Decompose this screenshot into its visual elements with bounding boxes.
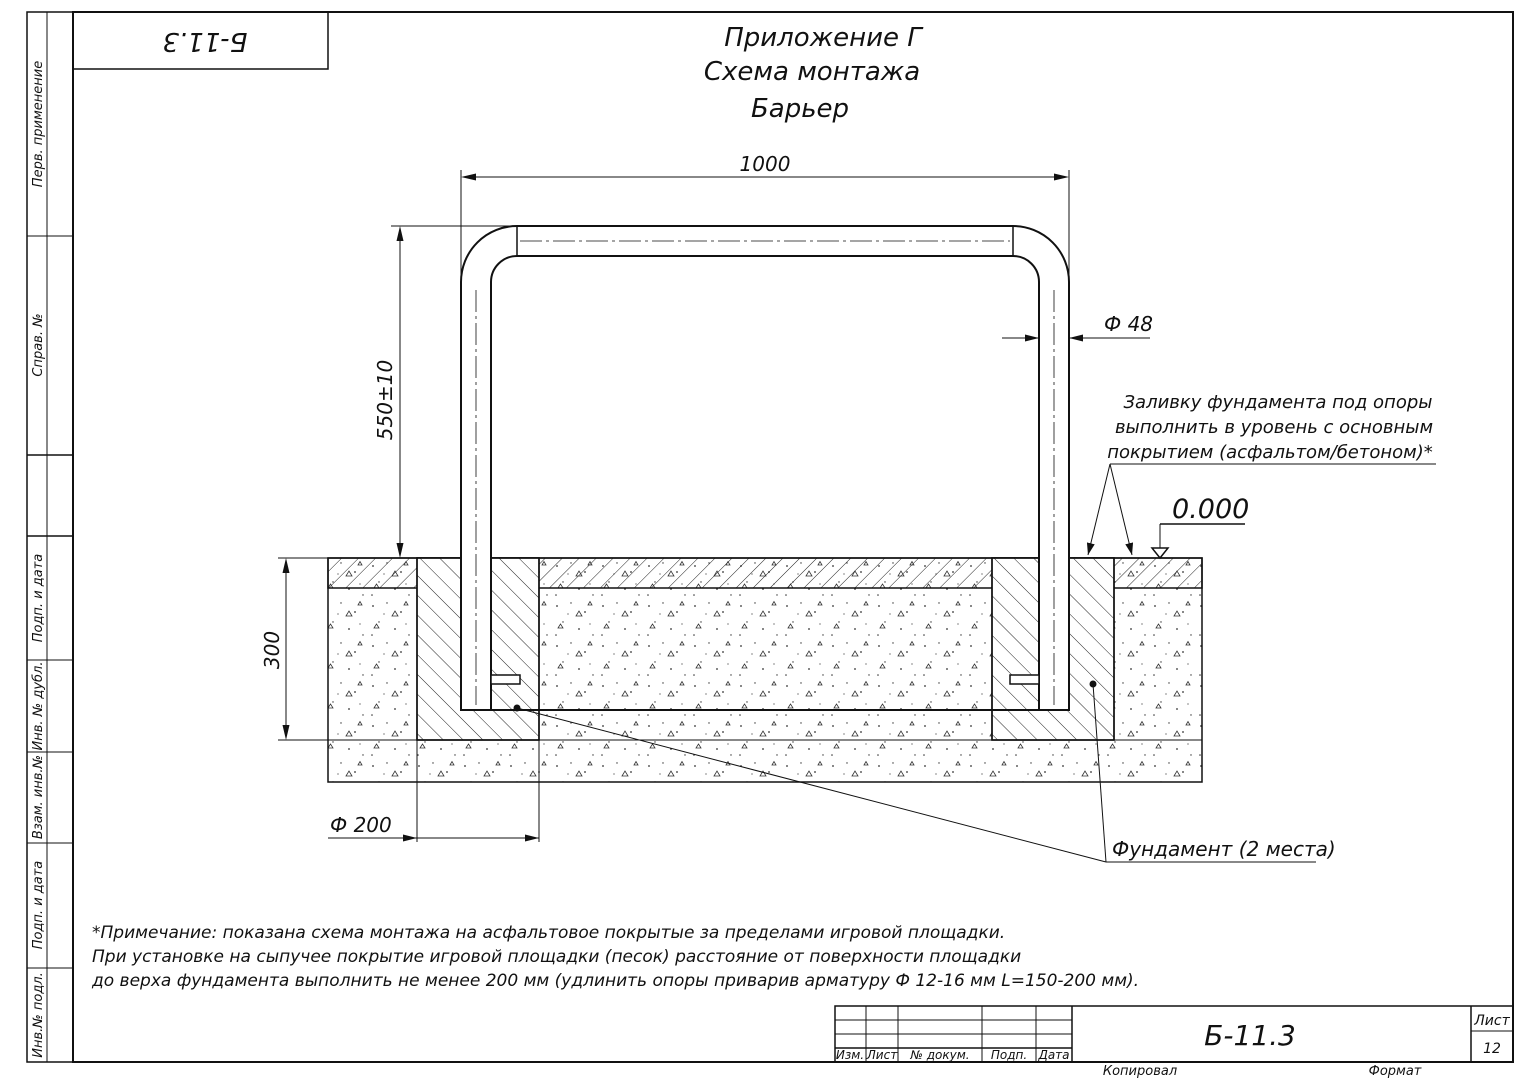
drawing-title: Приложение Г Схема монтажа Барьер [704,23,924,124]
header-izm: Изм. [836,1048,864,1062]
barrier-pipe [460,225,1070,711]
sheet-number: 12 [1483,1041,1501,1057]
callout-foundation-label: Фундамент (2 места) [1112,837,1336,861]
corner-code-box: Б-11.3 [72,11,329,70]
stamp-cell-inv-podl: Инв.№ подл. [31,972,46,1058]
callout-surface: Заливку фундамента под опоры выполнить в… [1086,392,1436,556]
anchor-bar-right [1009,674,1040,685]
format-label: Формат [1369,1064,1422,1079]
title-block: Изм. Лист № докум. Подп. Дата Б-11.3 Лис… [834,1005,1514,1079]
level-mark: 0.000 [1150,494,1249,560]
dimension-height-label: 550±10 [373,360,397,440]
callout-surface-line-3: покрытием (асфальтом/бетоном)* [1107,442,1433,463]
callout-surface-line-1: Заливку фундамента под опоры [1124,392,1433,413]
dimension-width: 1000 [460,152,1070,282]
dimension-width-label: 1000 [740,152,791,176]
note-line-3: до верха фундамента выполнить не менее 2… [91,971,1139,991]
note: *Примечание: показана схема монтажа на а… [91,923,1139,991]
stamp-cell-podp-1: Подп. и дата [31,554,46,643]
note-line-2: При установке на сыпучее покрытие игрово… [92,947,1021,967]
header-data: Дата [1037,1048,1069,1062]
anchor-bar-left [490,674,521,685]
callout-foundation: Фундамент (2 места) [513,680,1336,863]
title-line-2: Схема монтажа [704,57,920,87]
callout-surface-line-2: выполнить в уровень с основным [1115,417,1433,438]
dimension-foundation-label: Ф 200 [330,813,392,837]
header-podp: Подп. [991,1048,1027,1062]
dimension-depth-label: 300 [260,631,284,669]
dimension-foundation-diameter: Ф 200 [328,813,539,842]
stamp-cell-vzam: Взам. инв.№ [31,755,46,839]
stamp-cell-sprav: Справ. № [31,313,46,376]
header-list: Лист [866,1048,898,1062]
sheet-frame [72,11,1514,1063]
level-mark-label: 0.000 [1172,494,1249,525]
dimension-pipe-label: Ф 48 [1104,312,1153,336]
copied-label: Копировал [1103,1064,1177,1079]
title-line-3: Барьер [751,94,849,124]
corner-code: Б-11.3 [162,26,247,56]
title-line-1: Приложение Г [724,23,924,53]
side-stamp: Перв. применение Справ. № Подп. и дата И… [26,11,74,1063]
title-block-code: Б-11.3 [1204,1019,1296,1052]
stamp-cell-podp-2: Подп. и дата [31,861,46,950]
sheet-label: Лист [1473,1013,1510,1029]
stamp-cell-inv-dubl: Инв. № дубл. [31,662,46,751]
dimension-height: 550±10 [373,225,517,558]
header-nomer-dokum: № докум. [909,1048,969,1062]
dimension-depth: 300 [260,557,417,741]
dimension-pipe-diameter: Ф 48 [1002,312,1153,342]
ground-section [327,557,1203,842]
note-line-1: *Примечание: показана схема монтажа на а… [92,923,1005,943]
stamp-cell-perv: Перв. применение [31,61,46,187]
